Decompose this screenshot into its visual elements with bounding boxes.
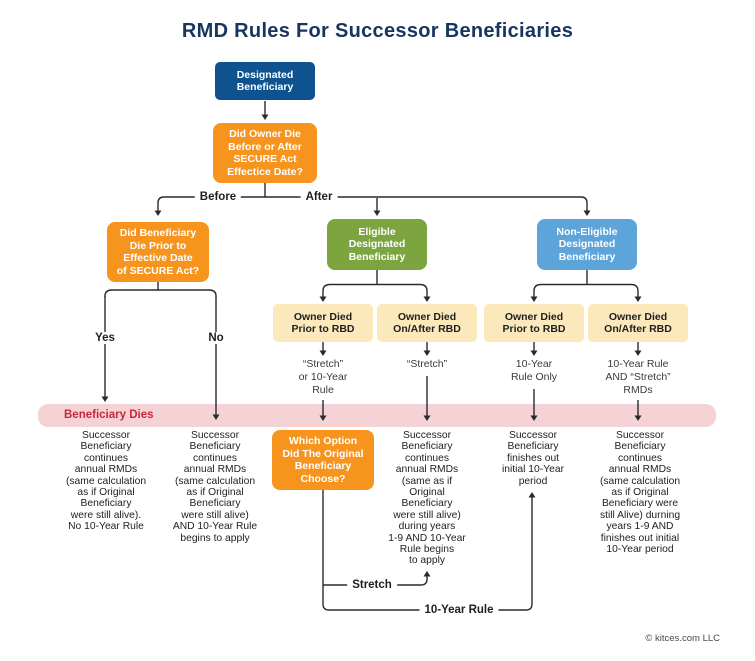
page-title: RMD Rules For Successor Beneficiaries (181, 20, 574, 42)
node-nedb-owner-died-prior-rbd: Owner Died Prior to RBD (484, 304, 584, 342)
node-edb-owner-died-prior-rbd: Owner Died Prior to RBD (273, 304, 373, 342)
rule-edb-after: “Stretch” (406, 358, 448, 370)
node-non-eligible-designated-beneficiary: Non-Eligible Designated Beneficiary (537, 219, 637, 270)
branch-label-after: After (300, 191, 338, 203)
connector-noneligible-split (530, 270, 642, 302)
node-owner-die-question: Did Owner Die Before or After SECURE Act… (213, 123, 317, 183)
branch-label-stretch: Stretch (347, 579, 397, 591)
branch-label-no: No (203, 332, 229, 344)
outcome-yes: Successor Beneficiary continues annual R… (65, 430, 147, 533)
outcome-stretch: Successor Beneficiary continues annual R… (388, 430, 466, 567)
node-which-option-question: Which Option Did The Original Beneficiar… (272, 430, 374, 490)
copyright-credit: © kitces.com LLC (645, 633, 720, 644)
beneficiary-dies-label: Beneficiary Dies (64, 409, 154, 421)
beneficiary-dies-band (38, 404, 716, 427)
connector-rules-to-band (319, 376, 642, 421)
node-beneficiary-die-question: Did Beneficiary Die Prior to Effective D… (107, 222, 209, 282)
outcome-no: Successor Beneficiary continues annual R… (172, 430, 258, 544)
connector-yes-no-split (101, 282, 220, 420)
branch-label-yes: Yes (90, 332, 120, 344)
rule-nedb-prior: 10-Year Rule Only (510, 358, 558, 383)
rule-edb-prior: “Stretch” or 10-Year Rule (298, 358, 348, 396)
node-designated-beneficiary: Designated Beneficiary (215, 62, 315, 100)
node-nedb-owner-died-after-rbd: Owner Died On/After RBD (588, 304, 688, 342)
rule-nedb-after: 10-Year Rule AND “Stretch” RMDs (605, 358, 671, 396)
connector-before-after-split (154, 183, 591, 216)
node-edb-owner-died-after-rbd: Owner Died On/After RBD (377, 304, 477, 342)
node-eligible-designated-beneficiary: Eligible Designated Beneficiary (327, 219, 427, 270)
outcome-ten-year: Successor Beneficiary finishes out initi… (501, 430, 564, 487)
outcome-nedb-after: Successor Beneficiary continues annual R… (599, 430, 681, 556)
connector-rbd-to-rules (319, 342, 642, 356)
branch-label-before: Before (194, 191, 242, 203)
branch-label-ten-year-rule: 10-Year Rule (419, 604, 499, 616)
connector-eligible-split (319, 270, 431, 302)
connector-designated-to-ownerdie (261, 101, 269, 120)
